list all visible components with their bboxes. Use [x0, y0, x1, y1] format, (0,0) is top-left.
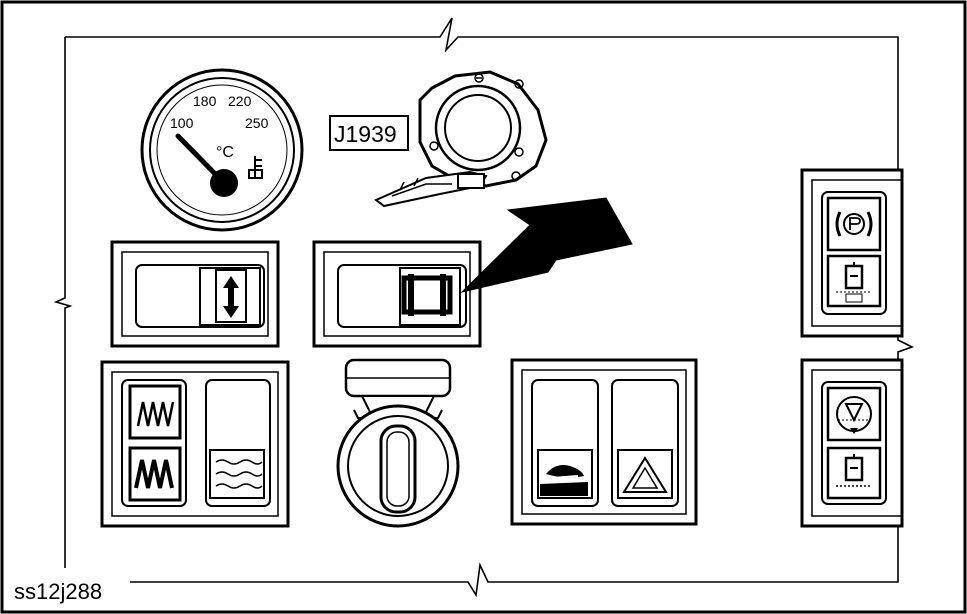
- differential-lock-icon[interactable]: [826, 386, 882, 442]
- road-condition-icon[interactable]: [537, 449, 593, 499]
- climate-panel: [100, 360, 290, 528]
- hazard-panel: [510, 358, 698, 526]
- needle-hub: [210, 169, 238, 197]
- gauge-tick-180: 180: [193, 93, 217, 109]
- window-frame-icon: [401, 274, 453, 316]
- temperature-gauge: 100 180 220 250 °C: [140, 68, 304, 232]
- rocker-switch-frame[interactable]: [312, 240, 482, 348]
- diagnostic-connector: [374, 70, 548, 208]
- right-lower-panel: [800, 358, 904, 528]
- svg-text:J1939: J1939: [334, 121, 397, 147]
- gauge-tick-250: 250: [245, 115, 269, 131]
- figure-id: ss12j288: [14, 579, 102, 604]
- heater-coil-icon[interactable]: [128, 446, 182, 502]
- up-down-arrow-icon: [215, 269, 247, 323]
- hazard-triangle-icon[interactable]: [617, 449, 673, 499]
- rocker-switch-updown[interactable]: [110, 240, 280, 348]
- air-flow-icon[interactable]: [209, 449, 265, 499]
- gauge-unit: °C: [216, 144, 234, 161]
- heater-coil-icon[interactable]: [128, 384, 182, 440]
- coolant-temperature-icon: [248, 156, 263, 179]
- gauge-tick-100: 100: [170, 115, 194, 131]
- right-upper-panel: [800, 168, 904, 338]
- connector-label: J1939: [329, 115, 409, 151]
- parking-brake-icon[interactable]: [826, 196, 882, 252]
- gauge-tick-220: 220: [228, 93, 252, 109]
- ignition-switch[interactable]: [336, 358, 460, 528]
- dashboard-outline: [53, 17, 915, 598]
- fuel-icon[interactable]: [826, 446, 882, 500]
- fuel-ace-icon[interactable]: [826, 254, 882, 308]
- pointer-arrow: [460, 197, 633, 293]
